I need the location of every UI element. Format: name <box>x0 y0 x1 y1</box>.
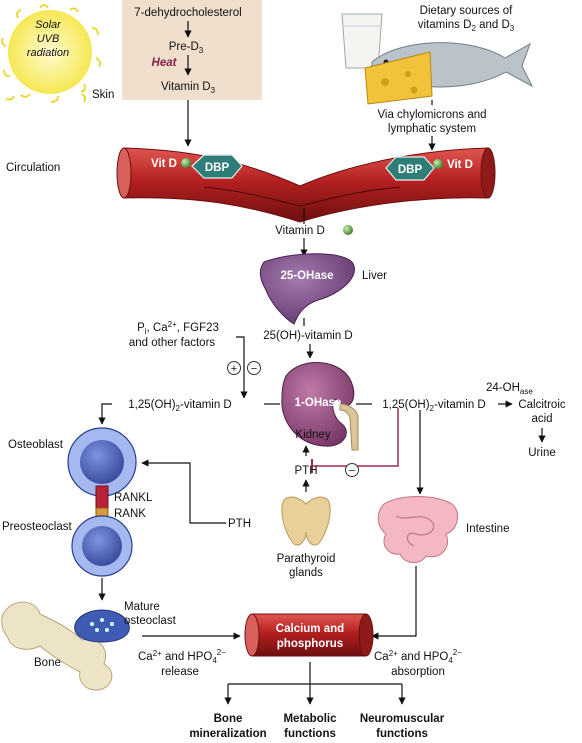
outcome-bone-1: Bone <box>214 713 243 725</box>
kidney-icon <box>281 362 359 451</box>
rankl-label: RANKL <box>114 492 153 504</box>
skin-label: Skin <box>92 89 114 101</box>
urine-label: Urine <box>528 447 555 459</box>
pth-left-label: PTH <box>228 518 251 530</box>
pth-kidney-label: PTH <box>295 465 318 477</box>
sun-text-3: radiation <box>27 47 69 59</box>
parathyroid-icon <box>281 496 331 546</box>
rank-label: RANK <box>114 508 146 520</box>
feedback-minus-icon: − <box>345 463 359 477</box>
kidney-enzyme-label: 1-OHase <box>295 397 342 409</box>
absorption-label-1: Ca2+ and HPO42− <box>374 648 462 665</box>
svg-text:−: − <box>349 465 355 477</box>
calcitriol-left-label: 1,25(OH)2-vitamin D <box>128 399 232 413</box>
outcome-neuro-1: Neuromuscular <box>360 713 445 725</box>
osteoblast-cell-icon <box>67 427 137 497</box>
preosteoclast-label: Preosteoclast <box>2 521 72 533</box>
heat-label: Heat <box>152 57 178 69</box>
vitamin-d3-label: Vitamin D3 <box>161 81 216 95</box>
cheese-icon <box>364 51 433 105</box>
chylomicron-line1: Via chylomicrons and <box>377 109 486 121</box>
liver-enzyme-label: 25-OHase <box>280 270 333 282</box>
pool-label-1: Calcium and <box>276 623 344 635</box>
calcitroic-label-2: acid <box>531 413 552 425</box>
dbp-right-label: DBP <box>398 164 423 176</box>
release-label-1: Ca2+ and HPO42− <box>138 648 226 665</box>
liver-icon <box>259 253 355 325</box>
calcitroic-label-1: Calcitroic <box>518 399 566 411</box>
parathyroid-label-2: glands <box>289 567 323 579</box>
vitamin-d-label: Vitamin D <box>275 225 325 237</box>
release-label-2: release <box>161 666 199 678</box>
minus-circle-icon: − <box>247 361 261 375</box>
pre-d3-label: Pre-D3 <box>169 41 204 55</box>
pool-label-2: phosphorus <box>277 638 343 650</box>
svg-text:UVB: UVB <box>37 33 60 45</box>
dbp-left: DBP <box>191 154 243 179</box>
calcium-phosphorus-vessel <box>244 613 374 657</box>
calcitriol-right-label: 1,25(OH)2-vitamin D <box>382 399 486 413</box>
mature-label-1: Mature <box>124 601 160 613</box>
parathyroid-label-1: Parathyroid <box>277 553 336 565</box>
sun-icon <box>1 4 101 103</box>
dbp-left-label: DBP <box>205 162 230 174</box>
skin-box <box>122 0 262 100</box>
factors-line1: Pi, Ca2+, FGF23 <box>137 320 219 336</box>
outcome-neuro-2: functions <box>376 728 428 740</box>
sun-text-1: Solar <box>35 19 62 31</box>
vitd-left-label: Vit D <box>151 158 177 170</box>
osteoblast-label: Osteoblast <box>8 439 64 451</box>
svg-text:radiation: radiation <box>27 47 69 59</box>
svg-text:−: − <box>251 363 257 375</box>
vitd-right-label: Vit D <box>447 159 473 171</box>
catabolism-enzyme-label: 24-OHase <box>486 382 533 396</box>
chylomicron-line2: lymphatic system <box>388 123 476 135</box>
outcome-metabolic-1: Metabolic <box>283 713 337 725</box>
svg-text:Solar: Solar <box>35 19 62 31</box>
plus-circle-icon: + <box>227 361 241 375</box>
intestine-icon <box>377 496 459 563</box>
outcome-bone-2: mineralization <box>189 728 266 740</box>
dbp-right: DBP <box>385 156 435 181</box>
bone-icon <box>1 601 113 691</box>
outcome-metabolic-2: functions <box>284 728 336 740</box>
vitamin-d-molecule <box>343 225 353 235</box>
liver-product-label: 25(OH)-vitamin D <box>263 330 352 342</box>
svg-text:+: + <box>231 363 237 375</box>
absorption-label-2: absorption <box>391 666 445 678</box>
kidney-label: Kidney <box>295 429 330 441</box>
circulation-label: Circulation <box>6 162 60 174</box>
rankl-ligand <box>95 485 109 509</box>
mature-osteoclast-icon <box>74 609 130 643</box>
diet-line2: vitamins D2 and D3 <box>418 19 515 33</box>
liver-label: Liver <box>362 270 387 282</box>
preosteoclast-cell-icon <box>71 515 133 577</box>
sun-text-2: UVB <box>37 33 60 45</box>
diet-line1: Dietary sources of <box>420 5 513 17</box>
bone-label: Bone <box>34 657 61 669</box>
mature-label-2: osteoclast <box>124 615 177 627</box>
intestine-label: Intestine <box>466 523 509 535</box>
vitd-molecule-left <box>181 158 191 168</box>
factors-line2: and other factors <box>129 337 216 349</box>
precursor-label: 7-dehydrocholesterol <box>134 7 241 19</box>
vitd-molecule-right <box>433 159 443 169</box>
